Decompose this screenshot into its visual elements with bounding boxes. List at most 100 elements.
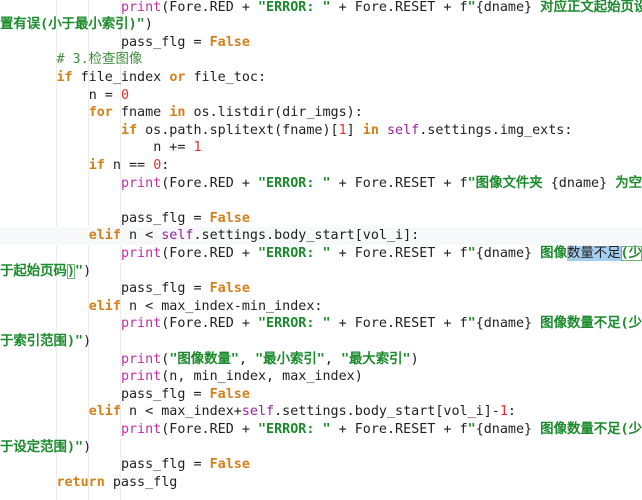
code-line[interactable]: if os.path.splitext(fname)[1] in self.se… [0, 122, 642, 140]
code-text: ) [144, 17, 153, 33]
code-text: .settings.img_exts: [419, 122, 573, 138]
code-string: 为空" [615, 175, 642, 191]
code-indent [0, 299, 89, 314]
indent-guide [120, 0, 121, 500]
code-line[interactable] [0, 192, 642, 210]
code-text: (n, min_index, max_index) [161, 369, 363, 385]
code-text: pass_flg = [120, 34, 210, 50]
code-line[interactable]: pass_flg = False [0, 34, 642, 52]
code-line[interactable]: print("图像数量", "最小索引", "最大索引") [0, 351, 642, 369]
code-builtin-call: print [120, 0, 162, 15]
code-string: 对应正文起始页设 [532, 0, 642, 15]
code-bracket-match: ) [66, 263, 76, 279]
code-string: 于索引范围)" [0, 333, 84, 349]
code-line[interactable]: print(Fore.RED + "ERROR: " + Fore.RESET … [0, 175, 642, 193]
code-keyword: for [88, 105, 113, 121]
code-text: {dname} [475, 245, 533, 261]
code-text: ) [83, 263, 92, 279]
code-number: 1 [499, 404, 508, 420]
code-builtin-call: print [120, 175, 162, 191]
code-indent [0, 88, 89, 103]
code-line[interactable]: n += 1 [0, 139, 642, 157]
code-keyword: elif [88, 404, 121, 420]
code-builtin-call: print [120, 421, 162, 437]
code-string: "ERROR: " [258, 0, 331, 15]
code-string: 图像数量不足(少 [532, 316, 642, 332]
code-line[interactable]: for fname in os.listdir(dir_imgs): [0, 104, 642, 122]
code-line[interactable]: print(Fore.RED + "ERROR: " + Fore.RESET … [0, 421, 642, 439]
code-text: n < max_index+ [120, 404, 242, 420]
code-line[interactable]: 置有误(小于最小索引)") [0, 16, 642, 34]
code-text: ) [410, 351, 419, 367]
code-text: n == [104, 157, 154, 173]
code-line-current[interactable]: elif n < self.settings.body_start[vol_i]… [0, 227, 642, 245]
indent-guide [56, 0, 57, 500]
code-indent [0, 246, 121, 261]
code-string: "ERROR: " [258, 175, 331, 191]
code-text: os.path.splitext(fname)[ [137, 122, 339, 138]
code-number: 0 [120, 87, 129, 103]
code-line[interactable]: n = 0 [0, 87, 642, 105]
code-text: ] [346, 122, 363, 138]
code-text: (Fore.RED + [161, 245, 258, 261]
code-text: : [161, 157, 170, 173]
code-line[interactable]: print(Fore.RED + "ERROR: " + Fore.RESET … [0, 245, 642, 263]
code-keyword: if [88, 157, 105, 173]
code-builtin-call: print [120, 316, 162, 332]
code-indent [0, 457, 121, 472]
code-indent [0, 105, 89, 120]
code-text: {dname} [475, 316, 533, 332]
code-text: fname [112, 105, 170, 121]
code-indent [0, 211, 121, 226]
code-line[interactable]: 于设定范围)") [0, 439, 642, 457]
code-line[interactable]: # 3.检查图像 [0, 51, 642, 69]
code-text: ( [161, 351, 170, 367]
code-indent [0, 52, 56, 67]
code-line[interactable]: elif n < max_index+self.settings.body_st… [0, 403, 642, 421]
code-line[interactable]: elif n < max_index-min_index: [0, 298, 642, 316]
code-indent [0, 70, 56, 85]
code-builtin-call: print [120, 245, 162, 261]
code-line[interactable]: pass_flg = False [0, 280, 642, 298]
code-text: + Fore.RESET + f [330, 245, 468, 261]
code-line[interactable]: pass_flg = False [0, 210, 642, 228]
code-text: n += [153, 140, 194, 156]
code-indent [0, 228, 89, 243]
code-line[interactable]: pass_flg = False [0, 386, 642, 404]
code-indent [0, 475, 56, 490]
indent-guide [88, 0, 89, 500]
code-line[interactable]: print(Fore.RED + "ERROR: " + Fore.RESET … [0, 0, 642, 16]
code-text: file_toc: [185, 69, 267, 85]
code-text: {dname} [550, 175, 608, 191]
code-string: "最小索引" [255, 351, 325, 367]
code-keyword: elif [88, 298, 121, 314]
code-line[interactable]: pass_flg = False [0, 456, 642, 474]
code-comment: # 3.检查图像 [56, 52, 143, 68]
code-search-highlight: 数量不足 [566, 245, 621, 261]
code-keyword: if [56, 69, 73, 85]
code-indent [0, 369, 121, 384]
code-text: n < [120, 228, 162, 244]
code-indent [0, 35, 121, 50]
code-line[interactable]: if file_index or file_toc: [0, 69, 642, 87]
code-text: os.listdir(dir_imgs): [185, 105, 363, 121]
code-number: 1 [193, 140, 202, 156]
code-text: (Fore.RED + [161, 316, 258, 332]
code-keyword: False [209, 281, 250, 297]
code-text: ) [83, 439, 92, 455]
code-line[interactable]: print(n, min_index, max_index) [0, 368, 642, 386]
code-line[interactable]: return pass_flg [0, 474, 642, 492]
code-text [379, 123, 387, 138]
code-line[interactable]: print(Fore.RED + "ERROR: " + Fore.RESET … [0, 315, 642, 333]
code-string: "图像文件夹 [467, 175, 551, 191]
code-line[interactable]: 于索引范围)") [0, 333, 642, 351]
code-text: ) [83, 333, 92, 349]
code-keyword: False [209, 457, 250, 473]
code-text: : [507, 404, 516, 420]
code-text: n < max_index-min_index: [120, 298, 323, 314]
code-line[interactable]: if n == 0: [0, 157, 642, 175]
code-line[interactable]: 于起始页码)") [0, 263, 642, 281]
code-text: pass_flg = [120, 281, 210, 297]
code-string: "图像数量" [169, 351, 239, 367]
